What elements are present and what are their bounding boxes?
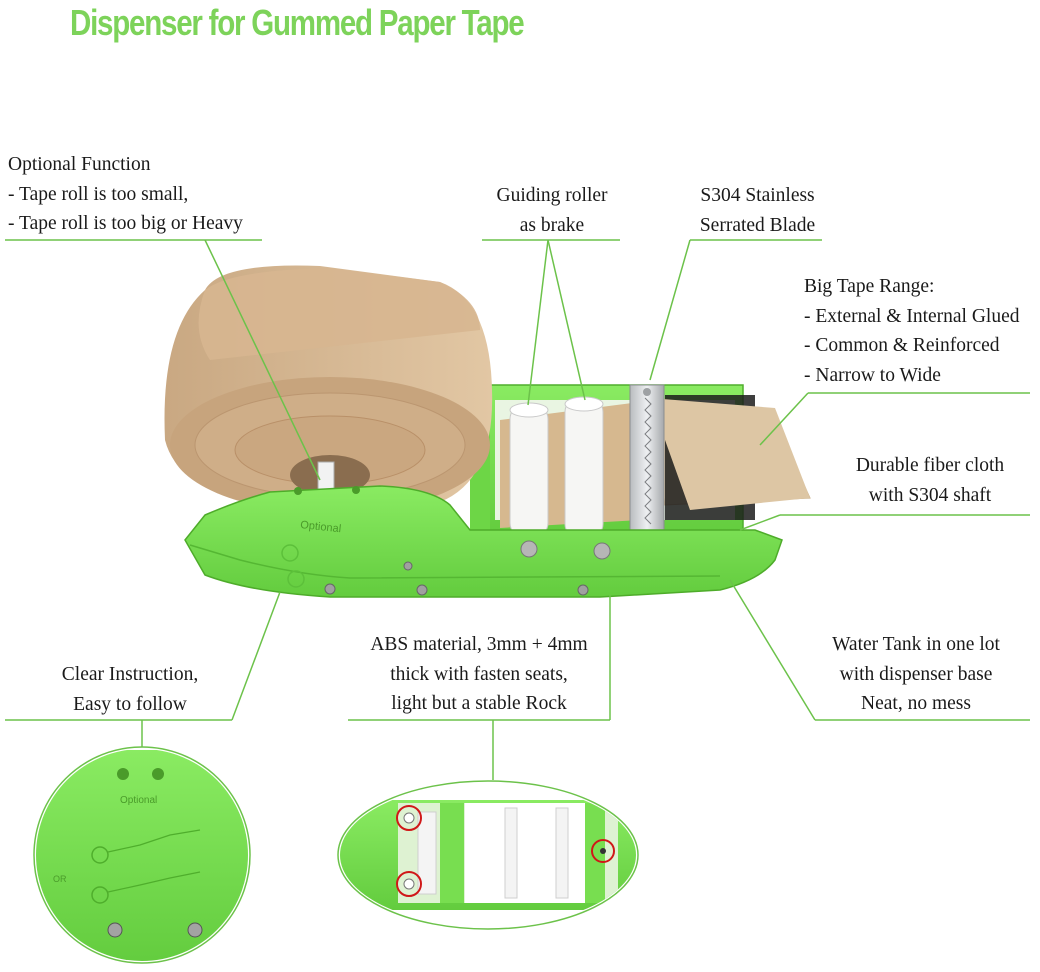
callout-optional-function: Optional Function - Tape roll is too sma… <box>8 150 243 239</box>
callout-fiber-cloth: Durable fiber cloth with S304 shaft <box>830 451 1030 510</box>
callout-line: - Tape roll is too big or Heavy <box>8 213 243 234</box>
callout-tape-range: Big Tape Range: - External & Internal Gl… <box>804 272 1020 390</box>
callout-line: Optional Function <box>8 154 151 175</box>
callout-line: - Tape roll is too small, <box>8 183 189 205</box>
callout-line: S304 Stainless <box>700 185 815 206</box>
callout-line: Neat, no mess <box>861 693 971 714</box>
callout-line: as brake <box>519 214 585 236</box>
callout-lines <box>5 239 1030 780</box>
page-title: Dispenser for Gummed Paper Tape <box>70 2 525 43</box>
callout-line: Big Tape Range: <box>804 276 935 297</box>
callout-line: with S304 shaft <box>868 484 992 506</box>
tape-roll <box>164 265 493 513</box>
callout-line: ABS material, 3mm + 4mm <box>370 634 588 655</box>
callout-line: Water Tank in one lot <box>832 634 1000 655</box>
dispenser-base <box>184 485 783 598</box>
callout-line: - Narrow to Wide <box>804 364 941 386</box>
callout-line: light but a stable Rock <box>391 693 567 714</box>
callout-line: Serrated Blade <box>699 214 816 236</box>
callout-line: thick with fasten seats, <box>390 663 568 685</box>
callout-line: - Common & Reinforced <box>804 335 1000 356</box>
callout-line: with dispenser base <box>839 663 993 685</box>
callout-abs-material: ABS material, 3mm + 4mm thick with faste… <box>348 630 610 719</box>
callout-line: Easy to follow <box>73 693 187 715</box>
callout-guiding-roller: Guiding roller as brake <box>482 181 622 240</box>
callout-blade: S304 Stainless Serrated Blade <box>690 181 825 240</box>
callout-line: Durable fiber cloth <box>855 455 1005 476</box>
guiding-rollers <box>509 396 604 539</box>
fasten-seats-detail <box>337 780 639 930</box>
callout-line: Clear Instruction, <box>61 664 199 685</box>
callout-water-tank: Water Tank in one lot with dispenser bas… <box>808 630 1024 719</box>
instruction-detail <box>33 746 251 964</box>
embossed-optional: Optional <box>300 519 342 535</box>
embossed-optional-detail: Optional <box>120 795 157 806</box>
callout-line: - External & Internal Glued <box>804 305 1020 327</box>
callout-instruction: Clear Instruction, Easy to follow <box>30 660 230 719</box>
callout-line: Guiding roller <box>496 185 608 206</box>
embossed-or: OR <box>53 874 67 884</box>
serrated-blade <box>629 384 680 546</box>
